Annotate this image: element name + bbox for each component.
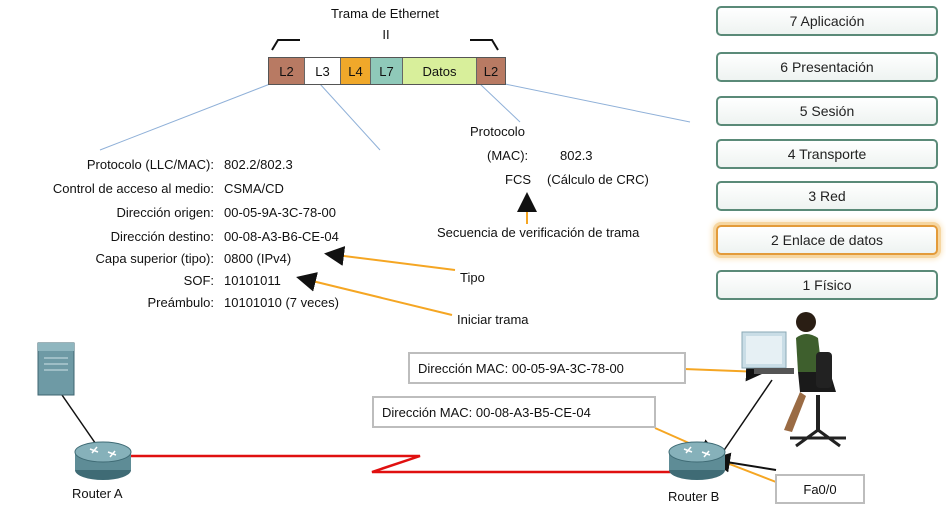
projection-line bbox=[99, 83, 271, 151]
field-label: Dirección origen: bbox=[116, 205, 214, 220]
frame-type: II bbox=[382, 27, 390, 42]
trailer-fcs-value: (Cálculo de CRC) bbox=[547, 172, 649, 187]
frame-title: Trama de Ethernet bbox=[331, 6, 439, 21]
field-value: 0800 (IPv4) bbox=[224, 251, 292, 266]
frame-segment-l2-trailer: L2 bbox=[477, 58, 505, 84]
field-value: 10101010 (7 veces) bbox=[224, 295, 339, 310]
tipo-annotation: Tipo bbox=[460, 270, 485, 285]
frame-segment-data: Datos bbox=[403, 58, 477, 84]
ethernet-frame: L2 L3 L4 L7 Datos L2 bbox=[268, 57, 506, 85]
mac-pc-arrow bbox=[683, 361, 766, 382]
frame-bracket-right bbox=[470, 39, 499, 51]
tipo-arrow bbox=[324, 246, 456, 271]
field-value: 10101011 bbox=[224, 273, 281, 288]
osi-layer-2[interactable]: 2 Enlace de datos bbox=[716, 225, 938, 255]
pc-cable bbox=[715, 379, 773, 463]
field-value: 00-05-9A-3C-78-00 bbox=[224, 205, 337, 220]
projection-line bbox=[504, 83, 691, 123]
pc-mac-callout: Dirección MAC: 00-05-9A-3C-78-00 bbox=[408, 352, 686, 384]
trailer-fcs-label: FCS bbox=[505, 172, 531, 187]
iniciar-trama-annotation: Iniciar trama bbox=[457, 312, 529, 327]
field-label: Control de acceso al medio: bbox=[52, 181, 214, 196]
frame-segment-l7: L7 bbox=[371, 58, 403, 84]
field-value: 802.2/802.3 bbox=[224, 157, 293, 172]
field-label: Dirección destino: bbox=[110, 229, 214, 244]
interface-label: Fa0/0 bbox=[775, 474, 865, 504]
field-value: 00-08-A3-B6-CE-04 bbox=[224, 229, 339, 244]
projection-line bbox=[319, 83, 381, 151]
osi-layer-7[interactable]: 7 Aplicación bbox=[716, 6, 938, 36]
router-b-label: Router B bbox=[668, 489, 720, 504]
field-label: Preámbulo: bbox=[147, 295, 214, 310]
field-label: SOF: bbox=[183, 273, 214, 288]
osi-layer-5[interactable]: 5 Sesión bbox=[716, 96, 938, 126]
frame-segment-l3: L3 bbox=[305, 58, 341, 84]
serial-link bbox=[124, 454, 676, 474]
projection-line bbox=[479, 83, 521, 123]
trailer-protocol-label-line2: (MAC): bbox=[487, 148, 529, 163]
trailer-protocol-value: 802.3 bbox=[560, 148, 593, 163]
field-label: Capa superior (tipo): bbox=[95, 251, 215, 266]
field-value: CSMA/CD bbox=[224, 181, 284, 196]
trailer-protocol-label-line1: Protocolo bbox=[470, 124, 525, 139]
router-b-icon bbox=[668, 441, 726, 480]
osi-layer-3[interactable]: 3 Red bbox=[716, 181, 938, 211]
frame-segment-l4: L4 bbox=[341, 58, 371, 84]
server-cable bbox=[61, 394, 101, 451]
user-at-computer-icon bbox=[741, 312, 846, 448]
osi-layer-1[interactable]: 1 Físico bbox=[716, 270, 938, 300]
router-a-label: Router A bbox=[72, 486, 123, 501]
osi-layer-4[interactable]: 4 Transporte bbox=[716, 139, 938, 169]
field-label: Protocolo (LLC/MAC): bbox=[86, 157, 214, 172]
frame-bracket-left bbox=[271, 39, 300, 51]
router-a-icon bbox=[74, 441, 132, 480]
router-b-mac-callout: Dirección MAC: 00-08-A3-B5-CE-04 bbox=[372, 396, 656, 428]
server-icon bbox=[37, 342, 75, 396]
sof-arrow bbox=[296, 272, 453, 316]
osi-layer-6[interactable]: 6 Presentación bbox=[716, 52, 938, 82]
frame-segment-l2-header: L2 bbox=[269, 58, 305, 84]
fcs-caption: Secuencia de verificación de trama bbox=[437, 225, 640, 240]
